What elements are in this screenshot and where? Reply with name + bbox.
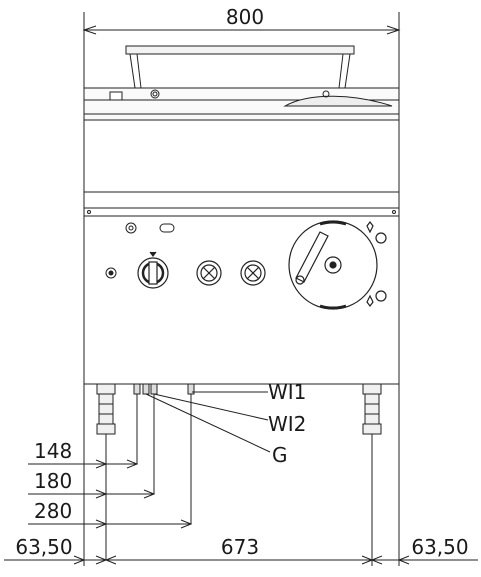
right-foot	[362, 383, 382, 435]
dim-label-180: 180	[34, 469, 72, 493]
connection-leaders	[145, 391, 271, 453]
dim-label-right-margin: 63,50	[411, 535, 468, 559]
label-gas: G	[272, 443, 288, 467]
dim-148	[28, 459, 139, 469]
offset-extension-lines	[105, 394, 192, 560]
connection-fittings	[133, 383, 195, 395]
main-control-knob	[137, 251, 169, 289]
indicator-lights	[125, 222, 175, 234]
lid-handle	[125, 45, 355, 89]
dim-label-foot-spacing: 673	[221, 535, 259, 559]
reset-button	[105, 267, 117, 279]
dim-bottom-row	[4, 555, 478, 565]
dim-280	[28, 519, 193, 529]
rotary-switch-2	[240, 260, 266, 286]
dim-label-overall-width: 800	[226, 5, 264, 29]
dim-180	[28, 489, 156, 499]
label-water-inlet-2: WI2	[268, 412, 306, 436]
left-foot	[96, 383, 116, 435]
dim-label-148: 148	[34, 439, 72, 463]
bottom-extension-lines	[83, 384, 400, 566]
rotary-switch-1	[196, 260, 222, 286]
tilt-handwheel	[288, 220, 387, 310]
lower-cabinet	[83, 207, 400, 385]
top-deck	[83, 87, 400, 129]
upper-body	[83, 119, 400, 209]
label-water-inlet-1: WI1	[268, 380, 306, 404]
dim-label-280: 280	[34, 499, 72, 523]
dim-label-left-margin: 63,50	[15, 535, 72, 559]
